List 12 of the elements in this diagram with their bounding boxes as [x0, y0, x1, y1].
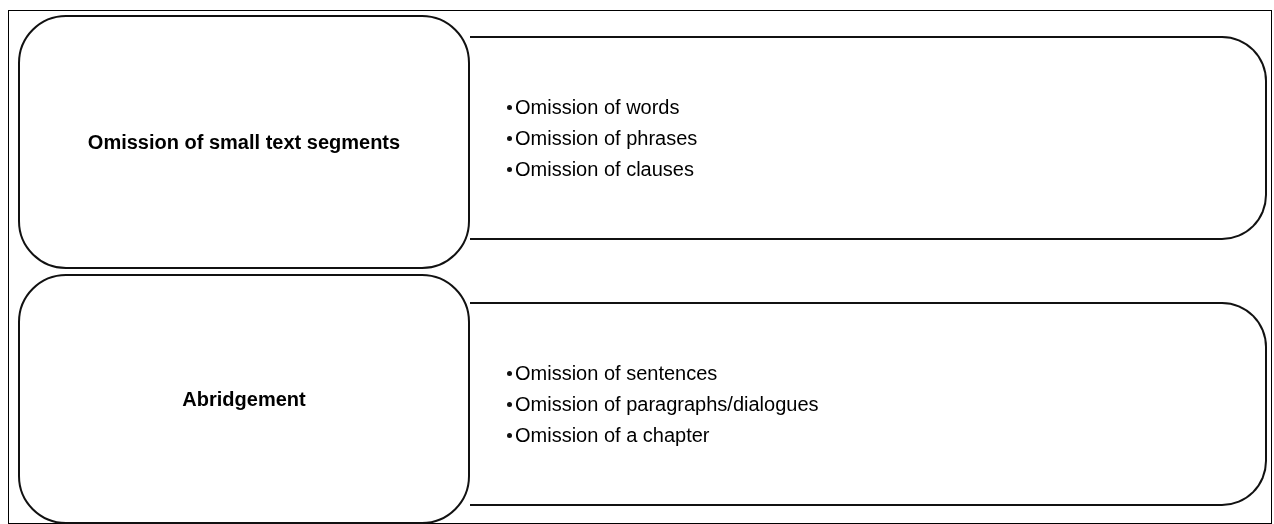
list-item: Omission of words [515, 94, 680, 120]
list-item: Omission of sentences [515, 360, 718, 386]
category-label: Omission of small text segments [87, 130, 401, 155]
list-box [470, 302, 1267, 506]
category-box [18, 15, 470, 269]
list-item: Omission of clauses [515, 156, 694, 182]
category-label: Abridgement [182, 387, 306, 412]
list-item: Omission of phrases [515, 125, 698, 151]
list-box [470, 36, 1267, 240]
list-item: Omission of a chapter [515, 422, 710, 448]
list-item: Omission of paragraphs/dialogues [515, 391, 819, 417]
category-box [18, 274, 470, 524]
